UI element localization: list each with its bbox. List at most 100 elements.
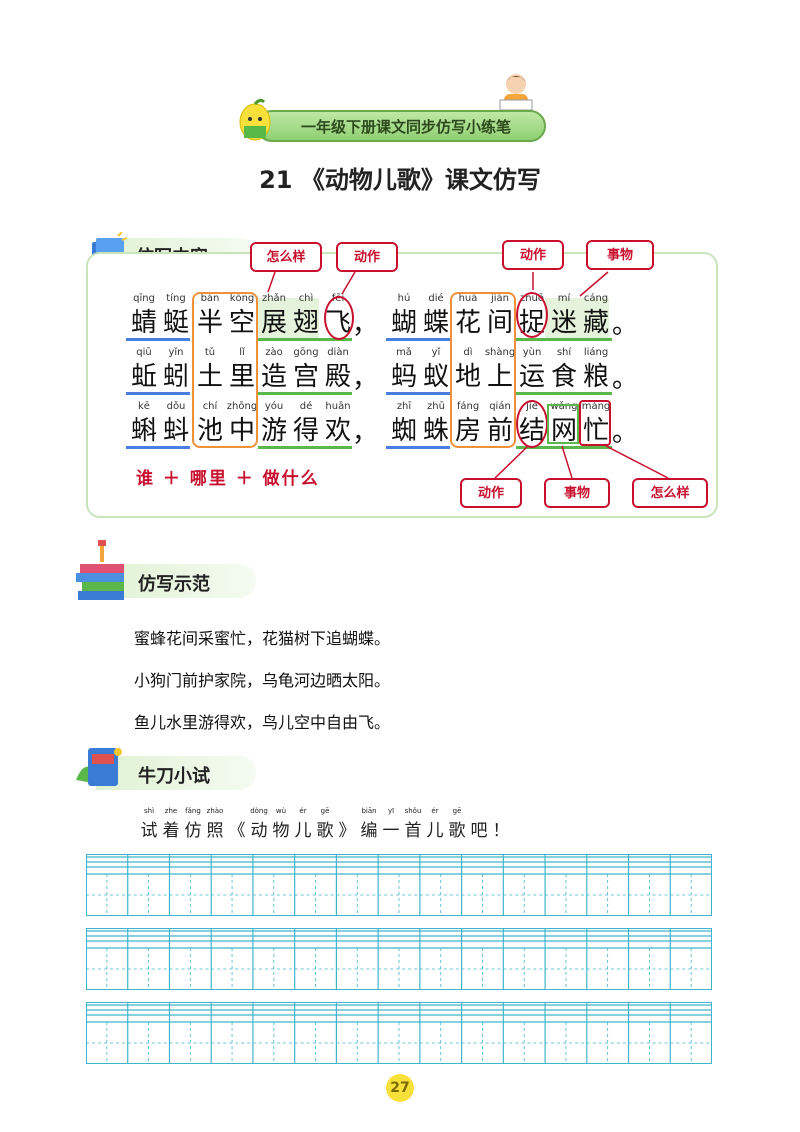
pinyin: ér bbox=[299, 807, 307, 815]
example-line: 鱼儿水里游得欢，鸟儿空中自由飞。 bbox=[134, 713, 391, 732]
hanzi: 歌 bbox=[316, 821, 334, 841]
callout-action: 动作 bbox=[460, 478, 522, 508]
pinyin: jiān bbox=[490, 293, 510, 304]
writing-grid[interactable] bbox=[85, 927, 712, 990]
callout-how: 怎么样 bbox=[250, 242, 322, 272]
pinyin: fáng bbox=[456, 401, 480, 412]
circle-mark bbox=[324, 296, 354, 340]
hanzi: 运 bbox=[518, 362, 545, 392]
hanzi: 宫 bbox=[292, 362, 319, 392]
hanzi: 粮 bbox=[582, 362, 609, 392]
section-title-example: 仿写示范 bbox=[138, 574, 210, 595]
hanzi: 得 bbox=[292, 416, 319, 446]
prompt-char: wù 物 bbox=[270, 806, 292, 841]
underline-who bbox=[126, 392, 190, 395]
pinyin: biān bbox=[361, 807, 377, 815]
how-box bbox=[579, 400, 611, 446]
hanzi: ！ bbox=[492, 821, 510, 841]
hanzi: 蚓 bbox=[162, 362, 189, 392]
pinyin: wǎng bbox=[550, 401, 578, 412]
hanzi: 蜓 bbox=[162, 308, 189, 338]
hanzi: 蝴 bbox=[390, 308, 417, 338]
pinyin: yǐn bbox=[168, 347, 184, 358]
writing-grid[interactable] bbox=[85, 853, 712, 916]
pinyin bbox=[226, 806, 248, 816]
hanzi: 房 bbox=[454, 416, 481, 446]
underline-who bbox=[126, 446, 190, 449]
example-line: 蜜蜂花间采蜜忙，花猫树下追蝴蝶。 bbox=[134, 629, 391, 648]
poem-char: wǎng 网 bbox=[548, 400, 580, 448]
pinyin: shàng bbox=[484, 347, 516, 358]
callout-thing: 事物 bbox=[586, 240, 654, 270]
hanzi: 蜻 bbox=[130, 308, 157, 338]
hanzi: 蚂 bbox=[390, 362, 417, 392]
where-box bbox=[450, 292, 516, 448]
pinyin: hú bbox=[397, 293, 411, 304]
hanzi: 着 bbox=[162, 821, 180, 841]
hanzi: 食 bbox=[550, 362, 577, 392]
hanzi: 网 bbox=[550, 416, 577, 446]
hanzi: 欢 bbox=[324, 416, 351, 446]
writing-grid[interactable] bbox=[85, 1001, 712, 1064]
underline-action bbox=[258, 338, 352, 341]
poem-char: fáng 房 bbox=[452, 400, 484, 448]
example-line: 小狗门前护家院，乌龟河边晒太阳。 bbox=[134, 671, 391, 690]
pinyin: gē bbox=[320, 807, 330, 815]
underline-who bbox=[386, 338, 450, 341]
pinyin: cáng bbox=[583, 293, 609, 304]
pinyin: wù bbox=[275, 807, 287, 815]
hanzi: 蝶 bbox=[422, 308, 449, 338]
pinyin: máng bbox=[581, 401, 611, 412]
hanzi: 池 bbox=[196, 416, 223, 446]
highlight-box bbox=[257, 298, 319, 338]
circle-mark bbox=[516, 400, 548, 448]
prompt-char: ！ bbox=[490, 806, 512, 841]
hanzi: 儿 bbox=[426, 821, 444, 841]
pinyin: dié bbox=[428, 293, 444, 304]
hanzi: 仿 bbox=[184, 821, 202, 841]
notebook-icon bbox=[76, 748, 122, 786]
circle-mark bbox=[516, 292, 548, 338]
hanzi: 物 bbox=[272, 821, 290, 841]
punctuation: ， bbox=[352, 418, 379, 448]
prompt-char: 》 bbox=[336, 806, 358, 841]
pinyin: qiū bbox=[136, 347, 152, 358]
hanzi: 土 bbox=[196, 362, 223, 392]
underline-action bbox=[258, 446, 352, 449]
pinyin: shǒu bbox=[404, 807, 422, 815]
hanzi: 儿 bbox=[294, 821, 312, 841]
prompt-char: fǎng 仿 bbox=[182, 806, 204, 841]
highlight-box bbox=[545, 298, 609, 338]
pinyin: ér bbox=[431, 807, 439, 815]
thing-box bbox=[547, 404, 579, 444]
hanzi: 一 bbox=[382, 821, 400, 841]
pinyin: chì bbox=[298, 293, 314, 304]
pinyin: zhī bbox=[396, 401, 412, 412]
pinyin: tǔ bbox=[204, 347, 216, 358]
pinyin: gōng bbox=[293, 347, 319, 358]
hanzi: 蛛 bbox=[422, 416, 449, 446]
pinyin: lǐ bbox=[239, 347, 245, 358]
hanzi: 游 bbox=[260, 416, 287, 446]
pinyin: zhǎn bbox=[261, 293, 287, 304]
punctuation: 。 bbox=[612, 310, 639, 340]
underline-action bbox=[516, 338, 612, 341]
hanzi: 试 bbox=[140, 821, 158, 841]
prompt-char: ér 儿 bbox=[292, 806, 314, 841]
pinyin: tíng bbox=[166, 293, 186, 304]
pinyin: fǎng bbox=[185, 807, 201, 815]
